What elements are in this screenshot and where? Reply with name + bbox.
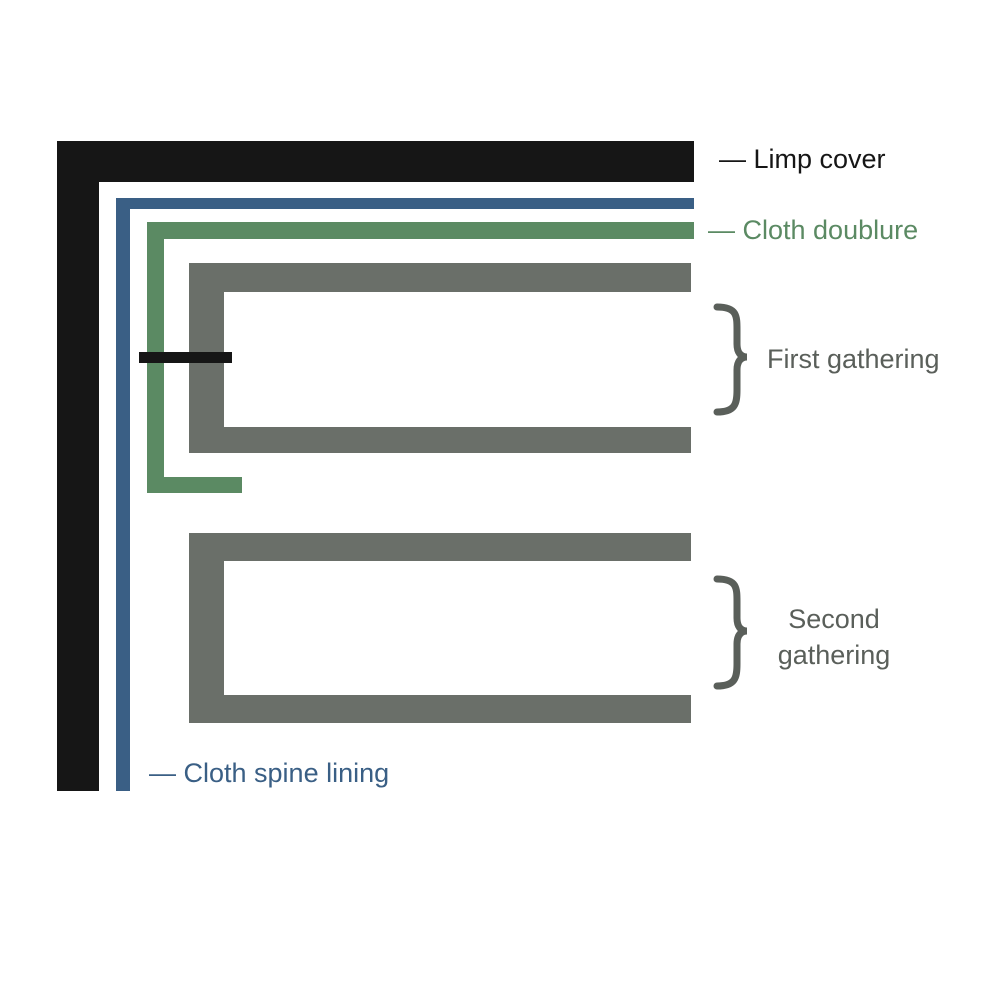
cloth-spine-lining-shape [116,198,694,791]
second-gathering-label-line2: gathering [778,640,891,670]
first-gathering-brace [713,303,748,416]
sewing-thread-shape [139,352,232,363]
cloth-spine-lining-label: — Cloth spine lining [149,758,389,788]
limp-cover-label: — Limp cover [719,144,886,174]
cloth-doublure-label: — Cloth doublure [708,215,918,245]
first-gathering-shape [189,263,691,453]
second-gathering-brace [713,575,748,690]
limp-cover-shape [57,141,694,791]
second-gathering-label-line1: Second [788,604,880,634]
second-gathering-shape [189,533,691,723]
first-gathering-label: First gathering [767,344,940,374]
